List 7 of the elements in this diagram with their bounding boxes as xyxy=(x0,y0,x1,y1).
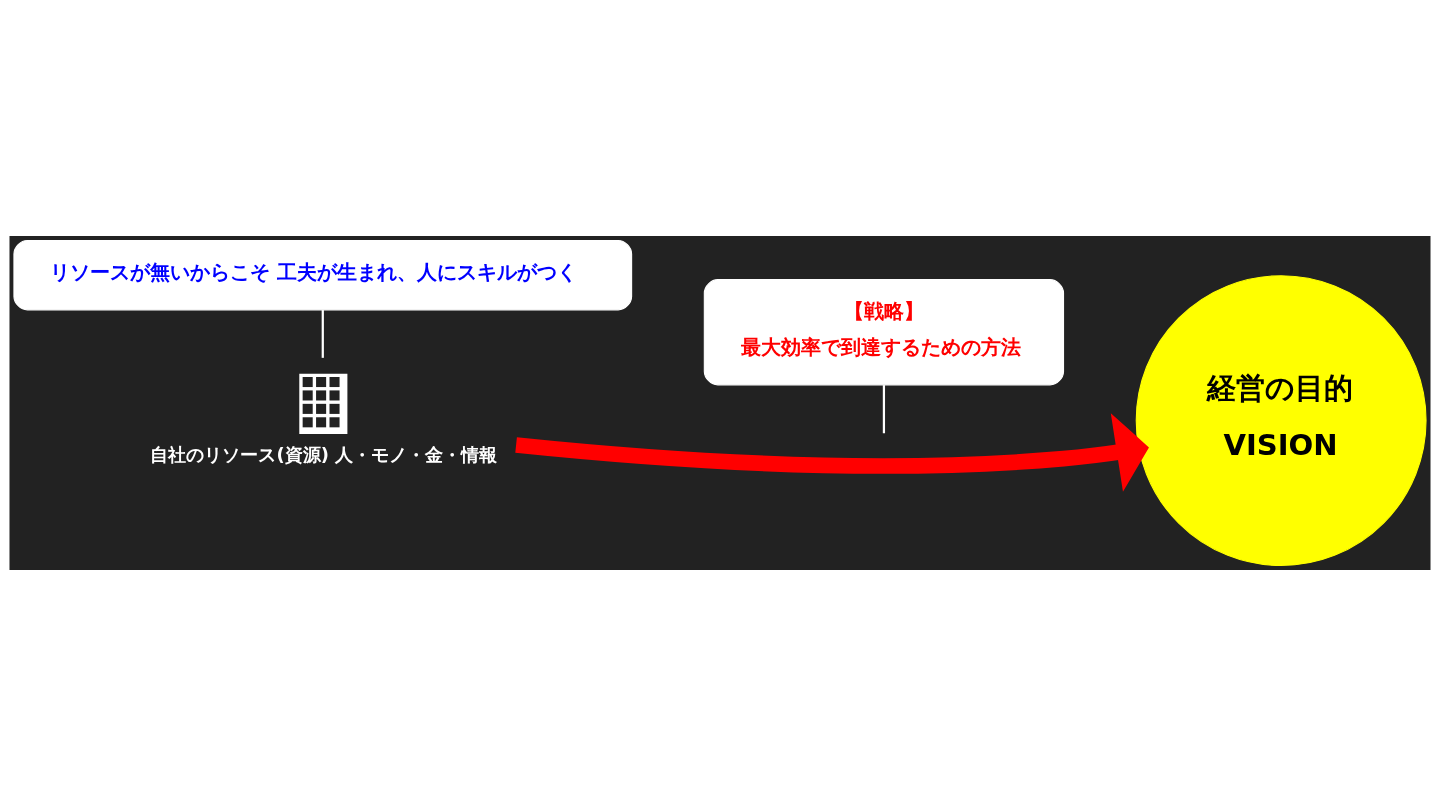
arrow xyxy=(515,412,1149,492)
node-label: 自社のリソース(資源) 人・モノ・金・情報 xyxy=(150,443,498,465)
connector xyxy=(321,309,324,358)
node-box: 【戦略】 最大効率で到達するための方法 xyxy=(703,278,1065,385)
node-box: リソースが無いからこそ 工夫が生まれ、人にスキルがつく xyxy=(13,239,633,310)
connector xyxy=(882,384,886,433)
node-circle: 経営の目的 VISION xyxy=(1135,274,1427,566)
